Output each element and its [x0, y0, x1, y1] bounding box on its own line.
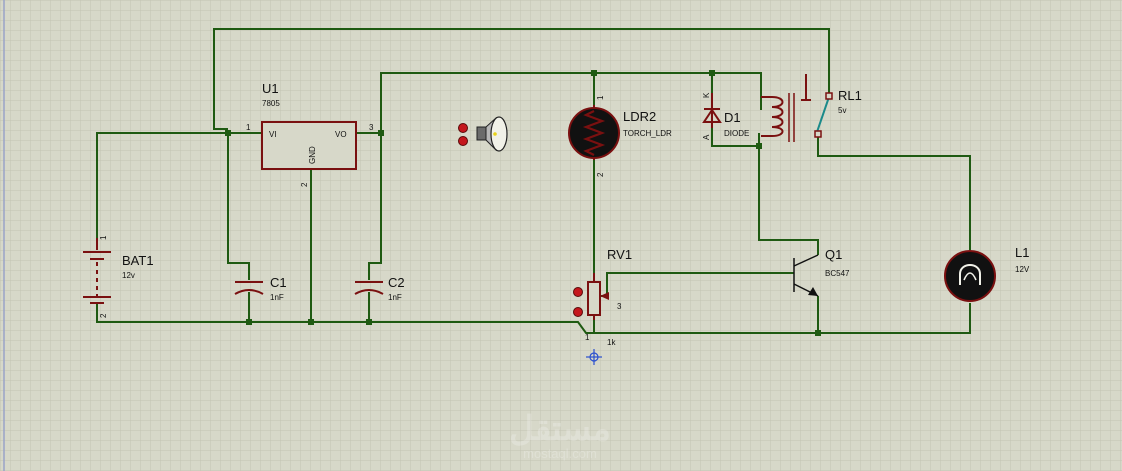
rv1-ref: RV1: [607, 247, 632, 262]
d1-value: DIODE: [724, 129, 749, 138]
d1-ref: D1: [724, 110, 741, 125]
lamp-l1[interactable]: L1 12V: [944, 245, 1030, 302]
ldr2-value: TORCH_LDR: [623, 129, 672, 138]
rv1-pin3-num: 3: [617, 302, 622, 311]
ldr2-pin1-num: 1: [596, 95, 605, 100]
potentiometer-rv1[interactable]: RV1 1k 3 1: [573, 247, 633, 347]
capacitor-c2[interactable]: C2 1nF: [354, 275, 405, 302]
relay-rl1[interactable]: RL1 5v: [761, 74, 862, 142]
bat1-ref: BAT1: [122, 253, 154, 268]
u1-pin-vi: VI: [269, 130, 277, 139]
capacitor-c1[interactable]: C1 1nF: [234, 275, 287, 302]
l1-ref: L1: [1015, 245, 1029, 260]
u1-ref: U1: [262, 81, 279, 96]
d1-pin-k: K: [702, 92, 711, 98]
rv1-value: 1k: [607, 338, 616, 347]
crosshair-icon[interactable]: [586, 349, 602, 365]
junctions: [225, 70, 821, 336]
u1-pin3-num: 3: [369, 123, 374, 132]
speaker-icon[interactable]: [458, 116, 508, 152]
diode-d1[interactable]: D1 DIODE K A: [702, 92, 749, 140]
bat1-value: 12v: [122, 271, 135, 280]
bat1-pin2-num: 2: [99, 313, 108, 318]
u1-pin2-num: 2: [300, 182, 309, 187]
u1-value: 7805: [262, 99, 280, 108]
u1-pin-gnd: GND: [308, 146, 317, 164]
l1-value: 12V: [1015, 265, 1030, 274]
u1-pin1-num: 1: [246, 123, 251, 132]
c1-value: 1nF: [270, 293, 284, 302]
rl1-value: 5v: [838, 106, 846, 115]
watermark-latin: mostaql.com: [523, 446, 597, 461]
d1-pin-a: A: [702, 134, 711, 140]
ldr2-ref: LDR2: [623, 109, 656, 124]
q1-value: BC547: [825, 269, 850, 278]
regulator-u1[interactable]: U1 7805 VI VO GND 1 3 2: [246, 81, 374, 187]
bat1-pin1-num: 1: [99, 235, 108, 240]
ldr2-pin2-num: 2: [596, 172, 605, 177]
c2-value: 1nF: [388, 293, 402, 302]
q1-ref: Q1: [825, 247, 842, 262]
c1-ref: C1: [270, 275, 287, 290]
wires[interactable]: [96, 28, 971, 334]
watermark-arabic: مستقل: [509, 410, 611, 448]
transistor-q1[interactable]: Q1 BC547: [793, 247, 850, 297]
watermark: مستقل mostaql.com: [509, 410, 611, 461]
u1-pin-vo: VO: [335, 130, 347, 139]
rl1-ref: RL1: [838, 88, 862, 103]
battery-bat1[interactable]: BAT1 12v 1 2: [83, 235, 154, 318]
ldr-ldr2[interactable]: LDR2 TORCH_LDR 1 2: [568, 95, 672, 177]
rv1-pin1-num: 1: [585, 333, 590, 342]
c2-ref: C2: [388, 275, 405, 290]
